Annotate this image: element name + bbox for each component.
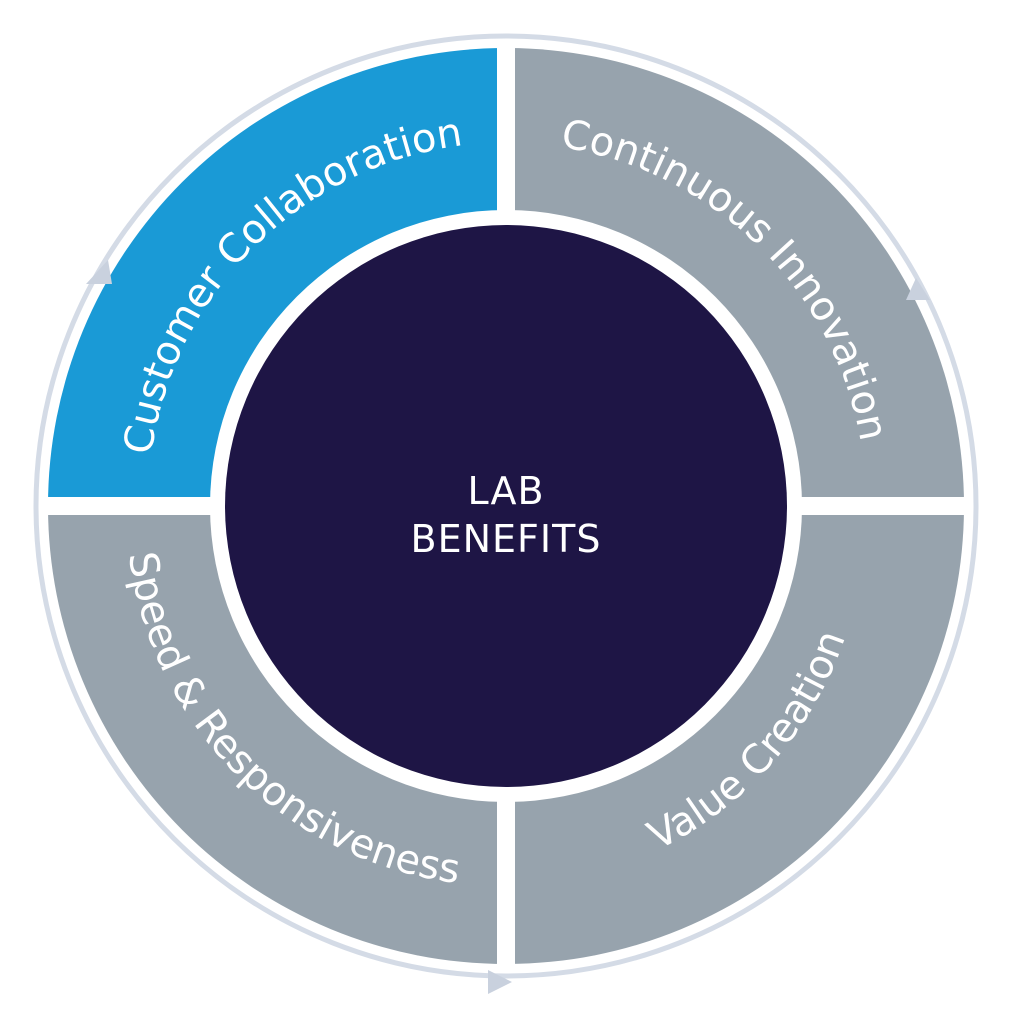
arrow-head-icon [86,260,112,284]
arrow-head-icon [488,970,512,994]
arrow-head-icon [906,278,930,300]
center-title-line2: BENEFITS [411,517,602,561]
center-disc [225,225,787,787]
center-title-line1: LAB [467,469,544,513]
outer-ring [33,33,979,979]
arrow-head-icon [86,260,930,994]
